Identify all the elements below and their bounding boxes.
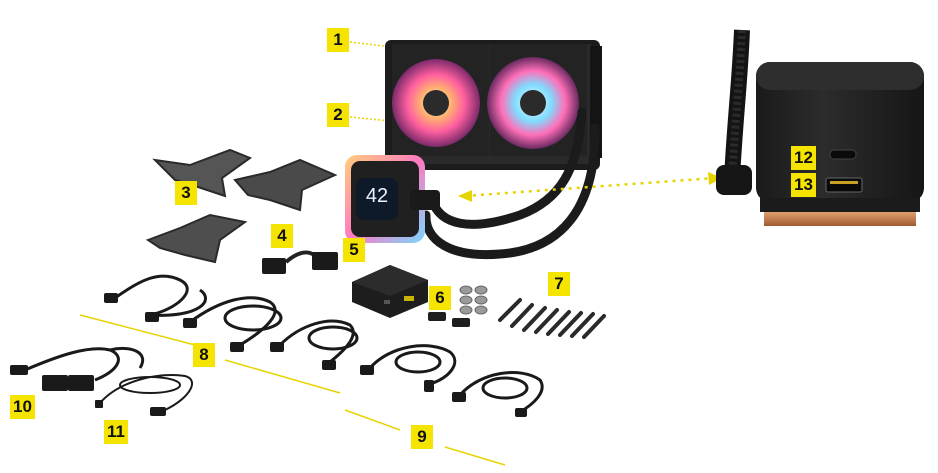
- radiator-with-fans: [385, 40, 602, 170]
- callout-2: 2: [327, 103, 349, 127]
- splitter-cable: [24, 346, 144, 382]
- usb-connectors: [360, 365, 527, 417]
- callout-3: 3: [175, 181, 197, 205]
- small-cable: [99, 374, 193, 411]
- divider-lines: [79, 314, 506, 466]
- fan-header-port: [825, 177, 863, 193]
- cable-connectors: [104, 293, 336, 370]
- fan-cables: [114, 274, 359, 364]
- callout-10: 10: [10, 395, 35, 419]
- controller-hub: [352, 265, 428, 318]
- callout-9: 9: [411, 425, 433, 449]
- washers: [459, 285, 488, 315]
- usb-cables: [368, 344, 544, 414]
- callout-13: 13: [791, 173, 816, 197]
- callout-6: 6: [429, 286, 451, 310]
- pump-display-value: 42: [365, 185, 389, 207]
- coolant-tubes: [421, 107, 600, 260]
- screws: [498, 298, 606, 339]
- small-adapters: [428, 312, 470, 327]
- callout-7: 7: [548, 272, 570, 296]
- callout-5: 5: [343, 238, 365, 262]
- callout-8: 8: [193, 343, 215, 367]
- pump-block-closeup: [716, 29, 924, 226]
- usb-c-port: [829, 149, 857, 160]
- pump-head: [345, 155, 440, 243]
- callout-4: 4: [271, 224, 293, 248]
- zoom-arrow: [464, 176, 716, 198]
- callout-12: 12: [791, 146, 816, 170]
- callout-1: 1: [327, 28, 349, 52]
- power-cable: [262, 250, 338, 274]
- splitter-connectors: [10, 365, 94, 391]
- callout-11: 11: [104, 420, 128, 444]
- small-cable-connectors: [95, 400, 166, 416]
- mounting-brackets: [145, 148, 338, 264]
